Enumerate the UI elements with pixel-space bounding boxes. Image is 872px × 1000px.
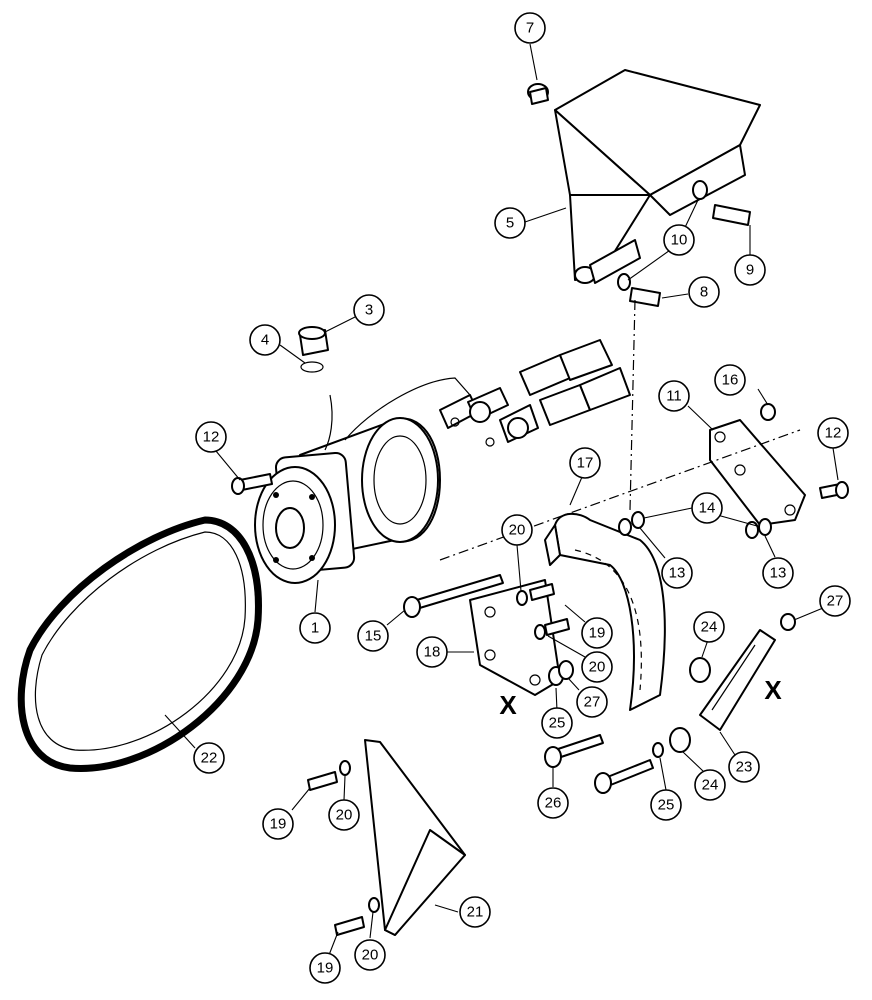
- callout-label: 24: [701, 619, 718, 636]
- callout-label: 20: [362, 947, 379, 964]
- callout-12-right: 12: [817, 417, 849, 449]
- callout-label: 3: [365, 302, 373, 319]
- callout-13-b: 13: [762, 557, 794, 589]
- callout-label: 9: [746, 262, 754, 279]
- callout-label: 22: [201, 750, 218, 767]
- callout-5: 5: [494, 207, 526, 239]
- callout-label: 25: [658, 797, 675, 814]
- callout-label: 1: [311, 620, 319, 637]
- callout-label: 25: [549, 715, 566, 732]
- callout-24-b: 24: [694, 769, 726, 801]
- spacers: [669, 657, 711, 753]
- callout-1: 1: [299, 612, 331, 644]
- callout-label: 19: [317, 960, 334, 977]
- callout-24-a: 24: [693, 611, 725, 643]
- callout-label: 19: [589, 625, 606, 642]
- callout-17: 17: [569, 447, 601, 479]
- callout-label: 26: [545, 795, 562, 812]
- callout-25-b: 25: [650, 789, 682, 821]
- upper-bracket: [527, 69, 761, 284]
- callout-label: 17: [577, 455, 594, 472]
- callout-label: 7: [526, 20, 534, 37]
- callout-16: 16: [714, 364, 746, 396]
- cap-and-o-ring: [298, 326, 329, 373]
- callout-20-b: 20: [581, 651, 613, 683]
- hose-fittings: [439, 339, 631, 447]
- washers-and-nuts: [516, 403, 796, 686]
- callout-label: 21: [467, 904, 484, 921]
- callout-3: 3: [353, 294, 385, 326]
- callout-label: 8: [700, 284, 708, 301]
- callout-11: 11: [658, 380, 690, 412]
- callout-label: 10: [671, 232, 688, 249]
- callout-21: 21: [459, 896, 491, 928]
- callout-19-b: 19: [262, 808, 294, 840]
- callout-label: 13: [770, 565, 787, 582]
- reference-mark-x-left: X: [499, 690, 517, 720]
- callout-label: 20: [509, 522, 526, 539]
- upper-fasteners: [617, 180, 751, 307]
- callout-20-c: 20: [328, 799, 360, 831]
- callout-22: 22: [193, 742, 225, 774]
- callout-label: 24: [702, 777, 719, 794]
- callout-12-left: 12: [195, 421, 227, 453]
- callout-label: 15: [365, 628, 382, 645]
- curved-bracket: [544, 512, 666, 711]
- callout-10: 10: [663, 224, 695, 256]
- callout-7: 7: [514, 12, 546, 44]
- callout-26: 26: [537, 787, 569, 819]
- reference-mark-x-right: X: [764, 675, 782, 705]
- callout-27-b: 27: [819, 585, 851, 617]
- callout-label: 14: [699, 500, 716, 517]
- callout-label: 5: [506, 215, 514, 232]
- callout-20-a: 20: [501, 514, 533, 546]
- callout-label: 20: [589, 659, 606, 676]
- adjusting-strap: [699, 629, 776, 731]
- callout-4: 4: [249, 324, 281, 356]
- callout-label: 27: [584, 694, 601, 711]
- callout-23: 23: [728, 751, 760, 783]
- callout-label: 19: [270, 816, 287, 833]
- callout-25-a: 25: [541, 707, 573, 739]
- callout-27-a: 27: [576, 686, 608, 718]
- callout-15: 15: [357, 620, 389, 652]
- callout-8: 8: [688, 276, 720, 308]
- compressor: [254, 377, 471, 584]
- lower-bracket: [469, 579, 561, 696]
- callout-14: 14: [691, 492, 723, 524]
- callout-label: 12: [825, 425, 842, 442]
- callout-18: 18: [416, 636, 448, 668]
- callout-label: 23: [736, 759, 753, 776]
- leader-lines: [164, 43, 839, 956]
- callout-label: 18: [424, 644, 441, 661]
- callout-19-a: 19: [581, 617, 613, 649]
- callout-13-a: 13: [661, 557, 693, 589]
- callout-label: 11: [666, 388, 682, 405]
- callout-label: 12: [203, 429, 220, 446]
- callout-9: 9: [734, 254, 766, 286]
- mounting-plate: [709, 419, 806, 526]
- callout-label: 27: [827, 593, 844, 610]
- callout-label: 16: [722, 372, 739, 389]
- callout-19-c: 19: [309, 952, 341, 984]
- alignment-lines: [439, 299, 801, 561]
- callout-label: 13: [669, 565, 686, 582]
- drive-belt: [17, 516, 262, 772]
- long-bolts: [231, 473, 849, 794]
- callout-label: 4: [261, 332, 269, 349]
- belt-shield: [307, 739, 466, 936]
- callout-20-d: 20: [354, 939, 386, 971]
- callout-label: 20: [336, 807, 353, 824]
